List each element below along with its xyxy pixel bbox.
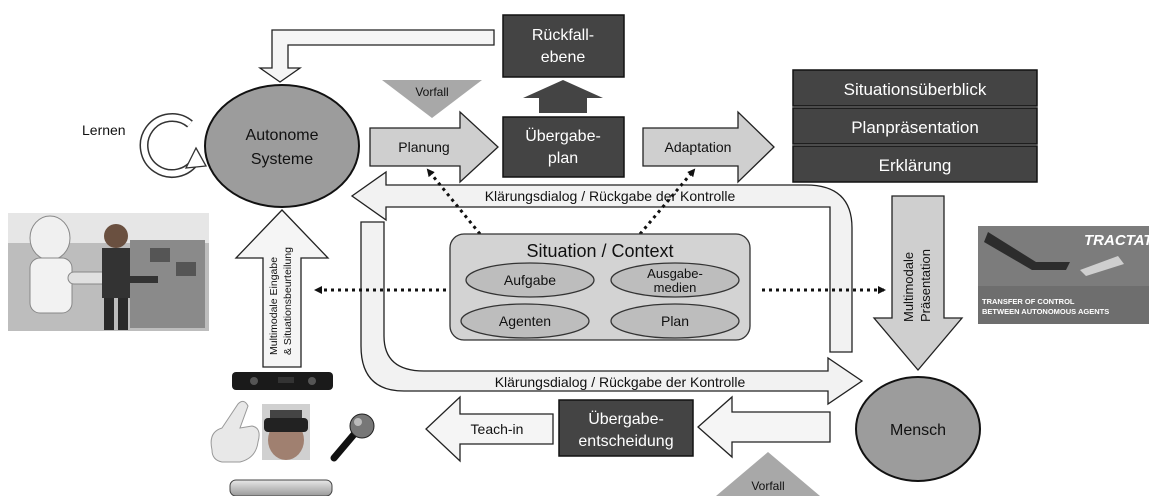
handover-plan-label-1: Übergabe- (525, 127, 601, 145)
handover-decision-label-1: Übergabe- (588, 410, 664, 428)
autonomous-systems-node: Autonome Systeme (204, 84, 360, 208)
context-item-agents-label: Agenten (499, 313, 551, 329)
incident-bottom-label: Vorfall (751, 479, 784, 493)
tractat-line-1: TRANSFER OF CONTROL (982, 297, 1075, 306)
fallback-label-1: Rückfall- (532, 27, 594, 44)
presentation-item-plan: Planpräsentation (851, 118, 979, 137)
tablet-icon (229, 479, 333, 496)
learn-label: Lernen (82, 122, 126, 138)
touch-hand-icon (210, 400, 260, 463)
tractat-line-2: BETWEEN AUTONOMOUS AGENTS (982, 307, 1109, 316)
presentation-item-explanation: Erklärung (879, 156, 952, 175)
tractat-title: TRACTAT (1084, 232, 1149, 249)
handover-plan-label-2: plan (548, 150, 578, 167)
tractat-logo: TRACTAT TRANSFER OF CONTROL BETWEEN AUTO… (978, 226, 1149, 324)
clarification-bottom-arrow (360, 221, 864, 406)
multimodal-input-label-1: Multimodale Eingabe (268, 257, 280, 355)
multimodal-input-arrow: Multimodale Eingabe & Situationsbeurteil… (234, 209, 330, 368)
multimodal-input-label-2: & Situationsbeurteilung (282, 247, 294, 355)
escalation-arrow (523, 80, 603, 113)
teach-in-label: Teach-in (471, 421, 524, 437)
robot-photo (8, 213, 209, 331)
incident-top-marker: Vorfall (382, 80, 482, 118)
context-item-output-media-label-2: medien (654, 280, 697, 295)
incident-top-label: Vorfall (415, 85, 448, 99)
clarification-top-arrow (350, 170, 853, 353)
kinect-sensor-icon (232, 372, 333, 390)
teach-in-arrow: Teach-in (425, 395, 554, 463)
multimodal-presentation-label-1: Multimodale (901, 252, 916, 322)
human-node: Mensch (855, 376, 981, 482)
presentation-stack: Situationsüberblick Planpräsentation Erk… (792, 69, 1038, 183)
autonomous-label-2: Systeme (251, 151, 313, 168)
multimodal-presentation-label-2: Präsentation (918, 249, 933, 322)
situation-context-panel: Situation / Context Aufgabe Ausgabe- med… (449, 233, 751, 341)
presentation-item-overview: Situationsüberblick (844, 80, 987, 99)
clarification-bottom-label: Klärungsdialog / Rückgabe der Kontrolle (495, 374, 746, 390)
handover-decision-box: Übergabe- entscheidung (558, 399, 694, 457)
adaptation-label: Adaptation (665, 139, 732, 155)
clarification-top-label: Klärungsdialog / Rückgabe der Kontrolle (485, 188, 736, 204)
context-item-output-media-label-1: Ausgabe- (647, 266, 703, 281)
fallback-return-arrow (257, 29, 495, 83)
fallback-level-box: Rückfall- ebene (502, 14, 625, 78)
microphone-icon (330, 413, 375, 462)
planning-label: Planung (398, 139, 449, 155)
handover-plan-box: Übergabe- plan (502, 116, 625, 178)
handover-decision-label-2: entscheidung (578, 433, 673, 450)
context-item-task (465, 262, 595, 298)
context-title: Situation / Context (526, 241, 673, 261)
fallback-label-2: ebene (541, 49, 586, 66)
human-to-decision-arrow (697, 395, 831, 459)
adaptation-arrow: Adaptation (642, 110, 775, 184)
context-item-plan (610, 303, 740, 339)
context-item-agents (460, 303, 590, 339)
incident-bottom-marker: Vorfall (716, 452, 820, 496)
vr-headset-icon (262, 404, 310, 460)
context-item-task-label: Aufgabe (504, 272, 556, 288)
learning-cycle-icon (139, 113, 208, 178)
multimodal-presentation-arrow: Multimodale Präsentation (872, 195, 964, 372)
human-label: Mensch (890, 422, 946, 439)
context-item-plan-label: Plan (661, 313, 689, 329)
autonomous-label-1: Autonome (246, 127, 319, 144)
planning-arrow: Planung (369, 110, 499, 184)
context-item-output-media (610, 262, 740, 298)
